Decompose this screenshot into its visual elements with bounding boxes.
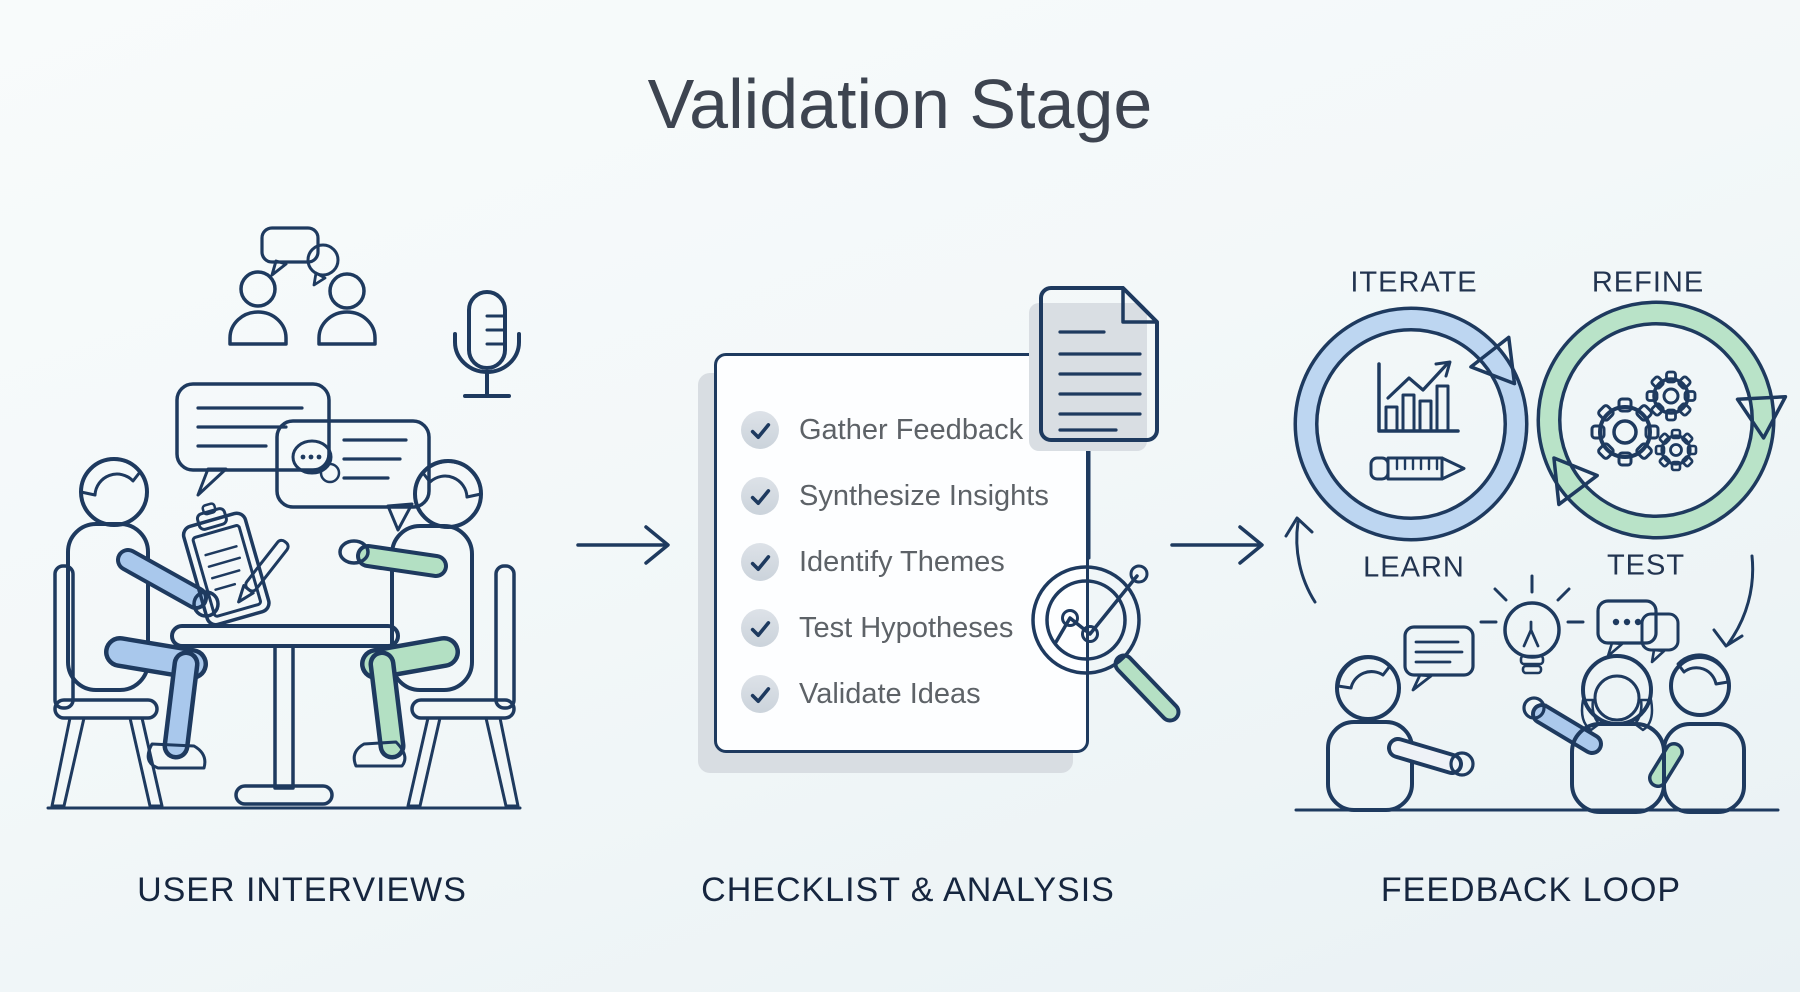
speech-bubble-light-icon [175, 382, 331, 497]
speech-bubble-green-icon [275, 419, 431, 532]
checkmark-icon [741, 609, 779, 647]
ruler-pencil-icon [1369, 456, 1466, 481]
checklist-item-label: Validate Ideas [799, 677, 981, 710]
lightbulb-icon [1479, 574, 1585, 675]
loop-label-learn: LEARN [1363, 551, 1465, 584]
interviewer-figure [66, 457, 208, 770]
loop-refine-arrow [1536, 300, 1788, 540]
page-title: Validation Stage [647, 65, 1153, 143]
section-label-user-interviews: USER INTERVIEWS [137, 871, 467, 909]
discussion-woman-figure [1522, 654, 1666, 814]
gears-icon [1590, 370, 1698, 472]
section-label-checklist-analysis: CHECKLIST & ANALYSIS [701, 871, 1115, 909]
loop-iterate-arrow [1293, 306, 1529, 542]
checklist-item-label: Test Hypotheses [799, 611, 1014, 644]
checklist-item: Validate Ideas [741, 675, 1086, 713]
checklist-item-label: Synthesize Insights [799, 479, 1049, 512]
checklist-item: Gather Feedback [741, 411, 1086, 449]
feedback-loop-illustration [1284, 300, 1788, 814]
table [170, 624, 400, 806]
flow-arrow-right-icon [1170, 525, 1264, 565]
microphone-icon [453, 290, 521, 398]
chat-bubbles-icon [1596, 599, 1680, 664]
chair-right-icon [406, 564, 520, 808]
bar-chart-icon [1377, 360, 1460, 433]
magnifier-icon [1031, 564, 1181, 723]
conversation-pair-icon [228, 226, 377, 346]
chair-left-icon [50, 564, 164, 808]
document-icon [1029, 286, 1159, 451]
discussion-man-right-figure [1648, 653, 1746, 814]
checklist-card: Gather Feedback Synthesize Insights Iden… [714, 353, 1089, 753]
checklist-item: Test Hypotheses [741, 609, 1086, 647]
clipboard-icon [181, 502, 290, 627]
section-label-feedback-loop: FEEDBACK LOOP [1380, 871, 1682, 909]
checkmark-icon [741, 477, 779, 515]
checklist-item: Synthesize Insights [741, 477, 1086, 515]
loop-label-test: TEST [1606, 549, 1686, 582]
checklist-item: Identify Themes [741, 543, 1086, 581]
checklist-item-label: Identify Themes [799, 545, 1005, 578]
discussion-man-left-figure [1326, 655, 1475, 812]
checkmark-icon [741, 411, 779, 449]
checkmark-icon [741, 543, 779, 581]
flow-arrow-left-icon [576, 525, 670, 565]
cycle-arrow-right-icon [1712, 554, 1755, 648]
user-interviews-illustration [46, 226, 522, 810]
loop-label-refine: REFINE [1591, 266, 1705, 299]
interviewee-figure [338, 459, 483, 768]
checklist-item-label: Gather Feedback [799, 413, 1024, 446]
pencil-icon [237, 538, 290, 604]
speech-bubble-lines-icon [1403, 625, 1475, 692]
checkmark-icon [741, 675, 779, 713]
loop-label-iterate: ITERATE [1350, 266, 1478, 299]
checklist-analysis-graphics [1029, 286, 1181, 723]
cycle-arrow-left-icon [1284, 516, 1317, 604]
